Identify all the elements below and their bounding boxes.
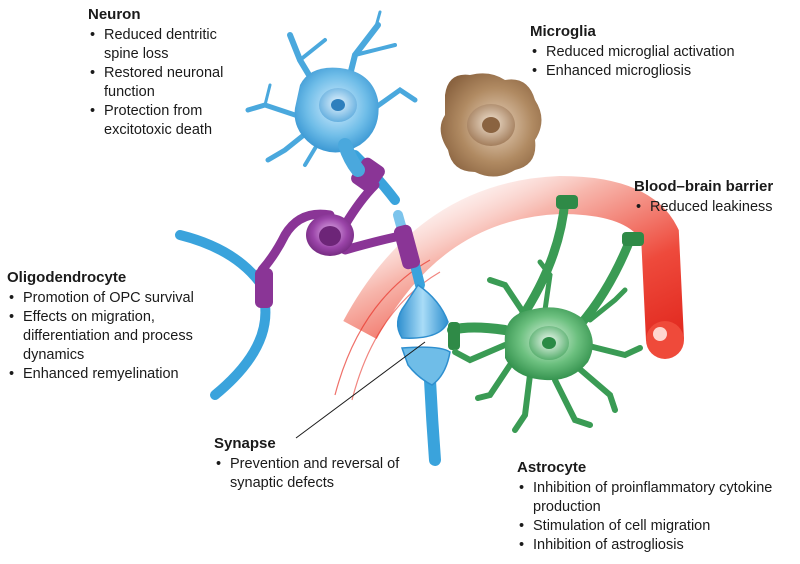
- astrocyte-item: Inhibition of proinflammatory cytokine p…: [517, 479, 787, 517]
- synapse: [396, 283, 451, 386]
- neuron-annotation: Neuron Reduced dentritic spine loss Rest…: [88, 5, 248, 140]
- astrocyte-cell: [447, 195, 644, 433]
- microglia-cell: [440, 73, 542, 177]
- synapse-pointer-line: [295, 341, 426, 439]
- microglia-item: Reduced microglial activation: [530, 43, 770, 62]
- microglia-item: Enhanced microgliosis: [530, 62, 770, 81]
- neuron-item: Protection from excitotoxic death: [88, 102, 248, 140]
- oligodendrocyte-annotation: Oligodendrocyte Promotion of OPC surviva…: [7, 268, 219, 384]
- neuron-item: Restored neuronal function: [88, 64, 248, 102]
- synapse-title: Synapse: [214, 435, 276, 452]
- neuron-cell: [245, 10, 418, 177]
- microglia-annotation: Microglia Reduced microglial activation …: [530, 22, 770, 81]
- oligodendrocyte-item: Enhanced remyelination: [7, 365, 219, 384]
- bbb-title: Blood–brain barrier: [634, 178, 774, 195]
- astrocyte-title: Astrocyte: [517, 459, 587, 476]
- astrocyte-item: Inhibition of astrogliosis: [517, 536, 787, 555]
- astrocyte-item: Stimulation of cell migration: [517, 517, 787, 536]
- neuron-item: Reduced dentritic spine loss: [88, 26, 248, 64]
- astrocyte-annotation: Astrocyte Inhibition of proinflammatory …: [517, 458, 787, 555]
- neuron-title: Neuron: [88, 6, 141, 23]
- bbb-annotation: Blood–brain barrier Reduced leakiness: [634, 177, 794, 217]
- synapse-item: Prevention and reversal of synaptic defe…: [214, 455, 414, 493]
- synapse-annotation: Synapse Prevention and reversal of synap…: [214, 434, 414, 493]
- oligodendrocyte-item: Effects on migration, differentiation an…: [7, 308, 219, 365]
- microglia-title: Microglia: [530, 23, 596, 40]
- bbb-item: Reduced leakiness: [634, 198, 794, 217]
- oligodendrocyte-title: Oligodendrocyte: [7, 269, 127, 286]
- oligodendrocyte-item: Promotion of OPC survival: [7, 289, 219, 308]
